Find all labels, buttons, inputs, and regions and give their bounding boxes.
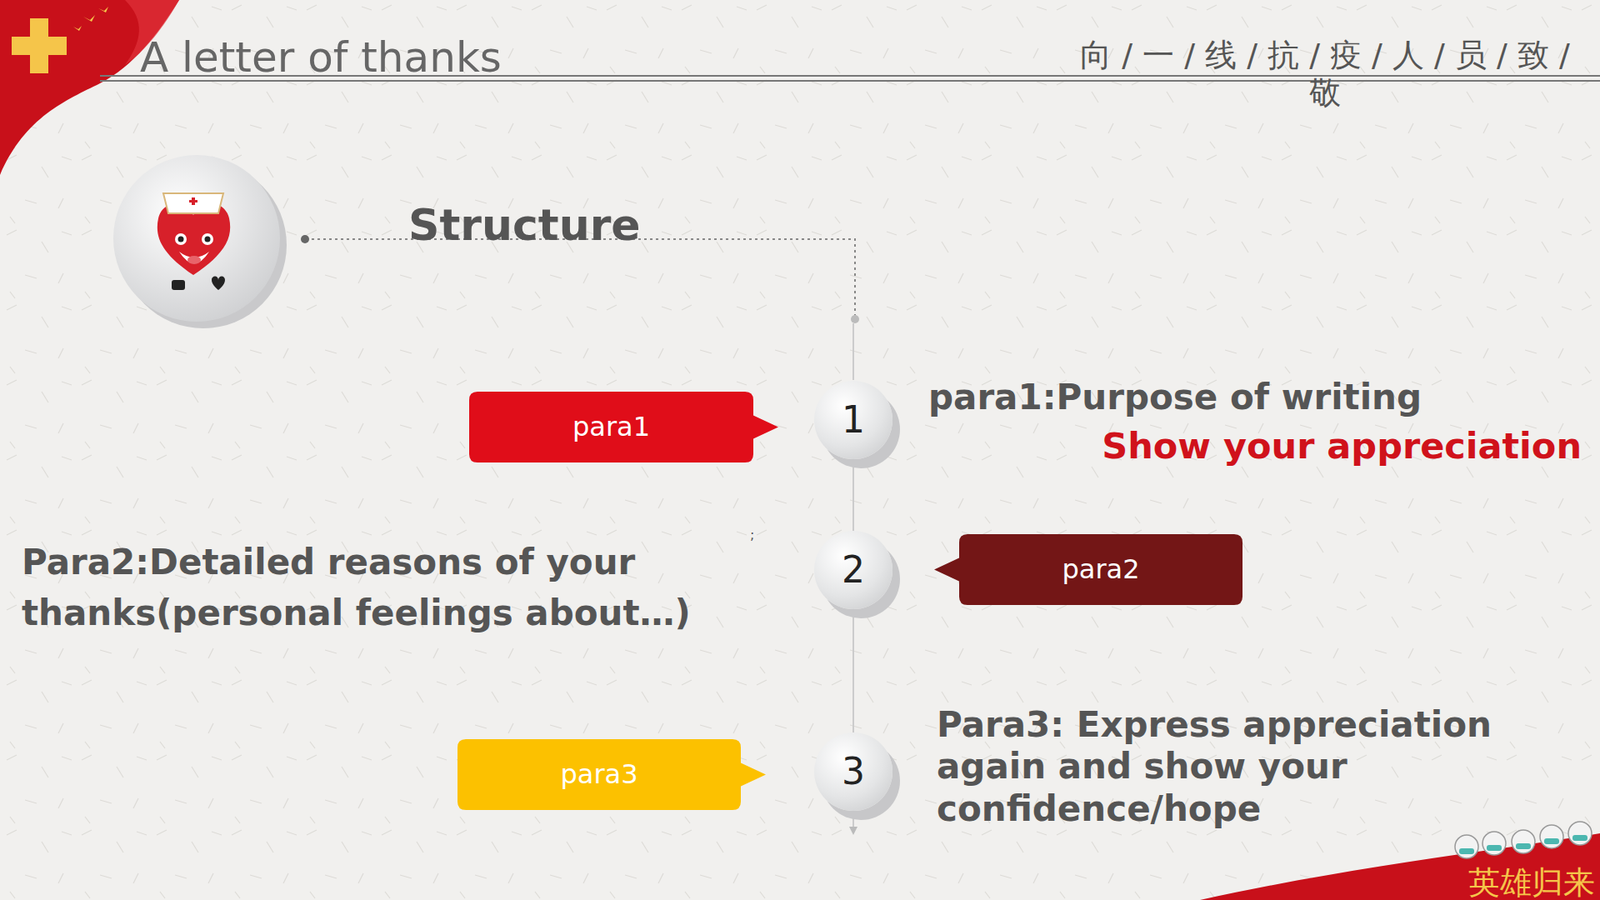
- callout-box: para1: [469, 391, 779, 463]
- step-circle: 1: [814, 380, 893, 460]
- highlight-text: Show your appreciation: [1101, 425, 1582, 467]
- timeline-dot: [850, 315, 860, 324]
- leader-dot: [300, 235, 310, 244]
- birds: [73, 6, 109, 31]
- stray-mark: ;: [750, 526, 755, 543]
- medic-figures: [1455, 821, 1592, 859]
- box-label: para1: [469, 391, 754, 463]
- subtitle: 向 / 一 / 线 / 抗 / 疫 / 人 / 员 / 致 / 敬: [1066, 36, 1584, 112]
- timeline-line: [852, 811, 855, 827]
- step-number: 3: [814, 732, 893, 811]
- box-label: para3: [457, 739, 741, 810]
- step-number: 2: [814, 530, 893, 610]
- para-description: para1:Purpose of writing: [928, 376, 1422, 418]
- timeline-connector: [853, 609, 855, 733]
- step-circle: 3: [814, 732, 893, 811]
- callout-box: para3: [457, 739, 766, 810]
- timeline-connector: [853, 459, 855, 531]
- corner-banner: [0, 0, 180, 175]
- para-description: Para3: Express appreciation again and sh…: [936, 704, 1570, 830]
- avatar-circle: [113, 155, 280, 322]
- timeline-line: [852, 323, 855, 380]
- nurse-heart-illustration: [157, 193, 230, 290]
- section-heading: Structure: [408, 200, 641, 250]
- page-title: A letter of thanks: [140, 33, 502, 82]
- box-label: para2: [959, 534, 1243, 605]
- cross-symbol: [11, 18, 67, 74]
- timeline-arrowhead: [849, 826, 858, 835]
- banner-text: 英雄归来: [1468, 861, 1595, 900]
- callout-box: para2: [934, 534, 1243, 605]
- step-number: 1: [814, 380, 893, 460]
- step-circle: 2: [814, 530, 893, 610]
- para-description: Para2:Detailed reasons of your thanks(pe…: [21, 537, 797, 640]
- leader-line: [311, 239, 855, 315]
